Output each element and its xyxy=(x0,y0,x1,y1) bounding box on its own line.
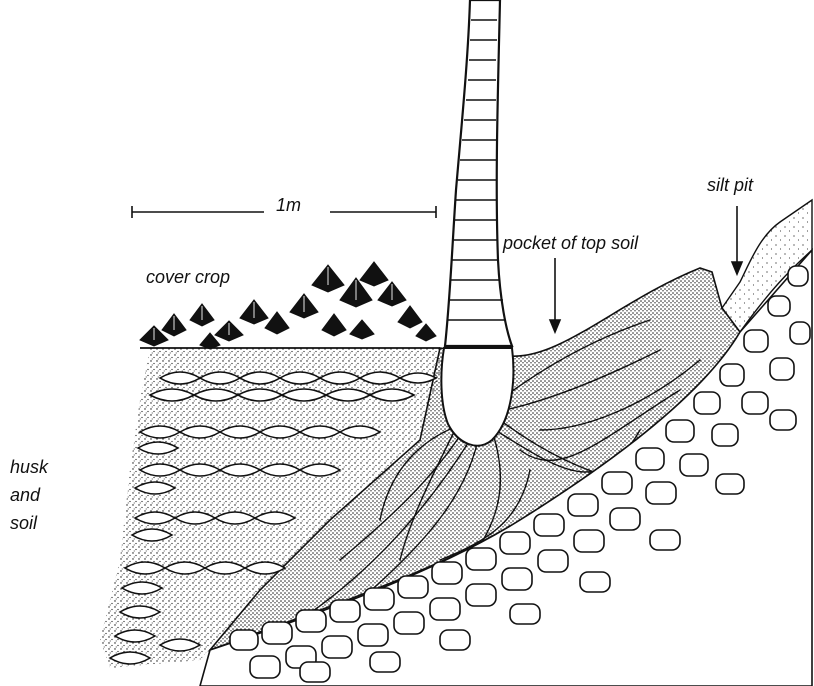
pocket-arrow xyxy=(550,258,560,332)
scale-label: 1m xyxy=(276,196,301,214)
silt-pit-label: silt pit xyxy=(707,176,753,194)
cover-crop-label: cover crop xyxy=(146,268,230,286)
tree-trunk xyxy=(445,0,512,346)
pocket-of-top-soil-label: pocket of top soil xyxy=(503,234,638,252)
husk-and-soil-label-line: soil xyxy=(10,514,37,532)
silt-pit-arrow xyxy=(732,206,742,274)
husk-and-soil-label-line: husk xyxy=(10,458,48,476)
husk-and-soil-label-line: and xyxy=(10,486,40,504)
